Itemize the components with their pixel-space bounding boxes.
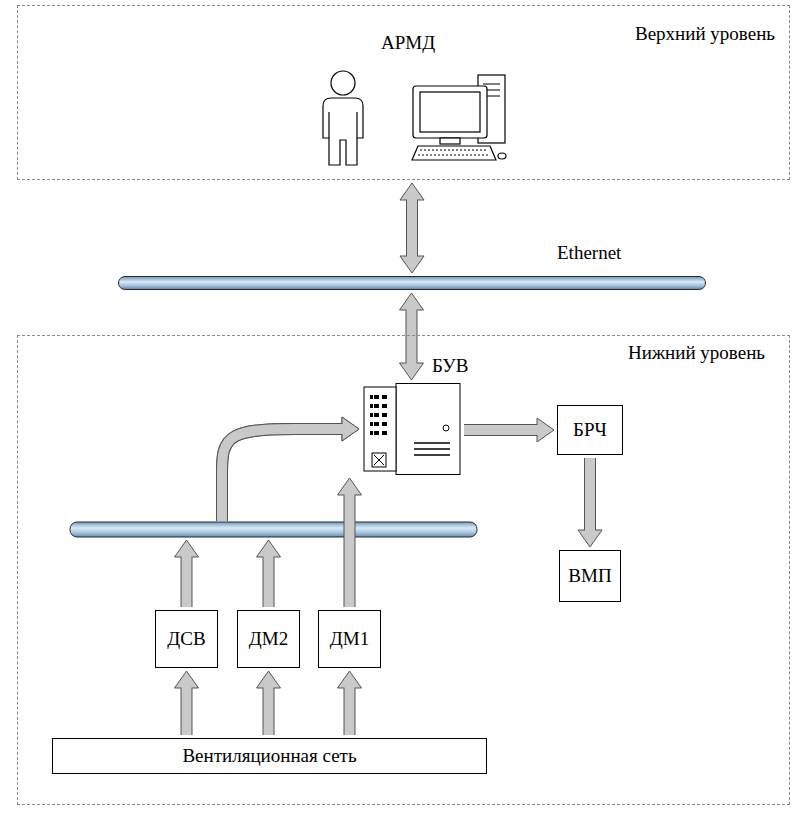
block-arrow (464, 418, 554, 442)
arrow-body (182, 555, 192, 607)
arrow-head (257, 540, 281, 557)
computer-icon (412, 75, 506, 160)
block-arrow (257, 671, 281, 735)
region-title: Верхний уровень (635, 23, 775, 45)
box-label: Вентиляционная сеть (182, 745, 356, 767)
block-arrow (338, 671, 362, 735)
arrow-head (400, 256, 424, 273)
region-title: Нижний уровень (628, 342, 765, 364)
arrow-head (578, 530, 602, 547)
unit-label: БУВ (432, 355, 468, 377)
bus-label: Ethernet (557, 242, 621, 264)
arrow-body (182, 686, 192, 735)
controller-unit: БУВ (362, 383, 461, 475)
arrow-body (222, 429, 344, 521)
component-box: Вентиляционная сеть (52, 738, 487, 774)
arrow-body (407, 308, 417, 365)
arrow-outline (222, 429, 342, 521)
arrow-body (264, 555, 274, 607)
arrow-body (585, 458, 595, 532)
arrow-head (400, 293, 424, 310)
operator-icon (323, 71, 363, 165)
arrow-body (222, 429, 344, 521)
arrow-head (537, 418, 554, 442)
component-box: ДМ2 (237, 610, 300, 668)
component-box: ВМП (559, 550, 621, 602)
block-arrow (222, 417, 359, 607)
arrow-body (264, 686, 274, 735)
level-region: БУВ БРЧ ВМП ДСВ ДМ2 ДМ1Вентиляционная сеть Ниж… (17, 335, 790, 805)
box-label: ДСВ (167, 628, 205, 650)
block-arrow (175, 417, 360, 607)
component-box: ДМ1 (318, 610, 381, 668)
level-region: Верхний уровень (17, 5, 790, 180)
arrow-head (400, 363, 424, 380)
box-label: ДМ2 (249, 628, 288, 650)
arrow-head (175, 671, 199, 688)
arrow-outline (222, 429, 342, 521)
arrow-head (338, 478, 362, 495)
box-label: БРЧ (573, 419, 607, 441)
arrow-head (342, 417, 359, 441)
block-arrow (400, 183, 424, 273)
field-bus (70, 522, 477, 537)
block-arrow (175, 671, 199, 735)
workstation-label: АРМД (381, 32, 435, 54)
arrow-body (464, 425, 539, 435)
arrow-body (345, 493, 355, 607)
box-label: ДМ1 (330, 628, 369, 650)
arrow-head (175, 540, 199, 557)
arrow-head (257, 671, 281, 688)
arrow-head (338, 671, 362, 688)
arrow-body (407, 198, 417, 258)
component-box: ДСВ (155, 610, 218, 668)
arrow-head (400, 183, 424, 200)
block-arrow (400, 293, 424, 380)
arrow-body (345, 686, 355, 735)
block-arrow (578, 458, 602, 547)
block-arrow (338, 478, 362, 607)
network-bus: Ethernet (118, 276, 706, 290)
arrow-head (342, 417, 359, 441)
component-box: БРЧ (557, 405, 623, 455)
box-label: ВМП (568, 565, 611, 587)
controller-icon (362, 383, 461, 475)
